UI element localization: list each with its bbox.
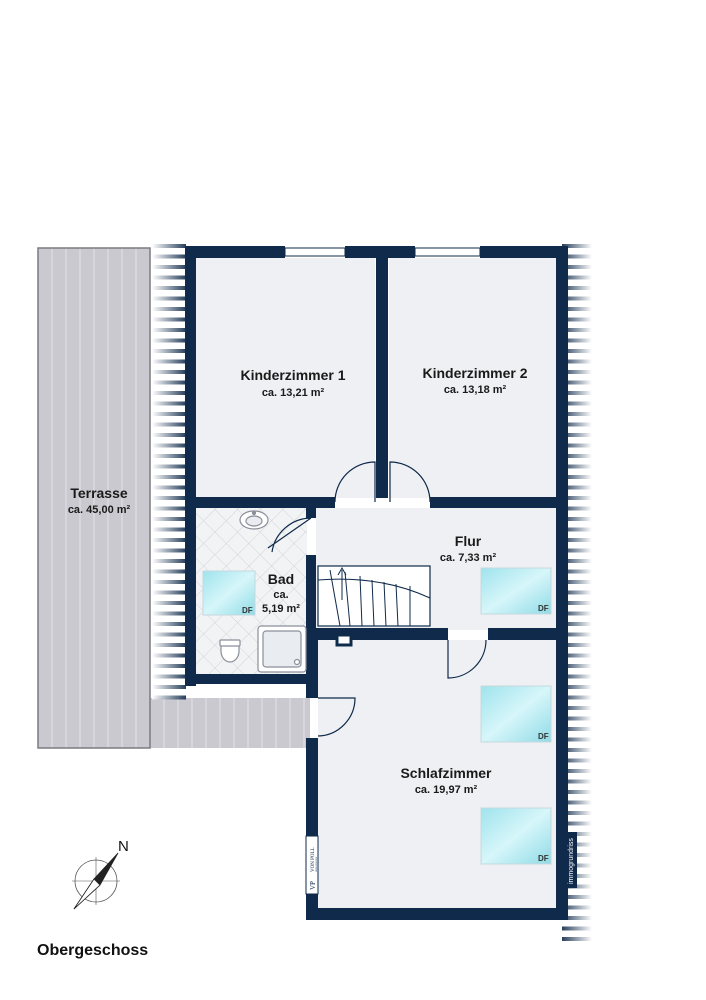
doors — [267, 461, 487, 737]
skylight-schlaf-2 — [480, 807, 552, 865]
skylight-label-schlaf-1: DF — [538, 732, 549, 741]
kinderzimmer1-floor — [195, 258, 375, 498]
kinderzimmer2-floor — [389, 258, 557, 498]
kinderzimmer1-area: ca. 13,21 m² — [262, 387, 325, 399]
terrasse-name: Terrasse — [70, 485, 128, 501]
kinderzimmer2-area: ca. 13,18 m² — [444, 384, 507, 396]
skylight-flur — [480, 567, 552, 615]
brand-subtext: IMMOBILIEN — [315, 857, 318, 872]
bad-area-line1: ca. — [273, 589, 288, 601]
brand-mark: VON POLL IMMOBILIEN VP — [305, 835, 319, 895]
north-compass-icon — [72, 852, 120, 910]
north-label: N — [118, 838, 129, 855]
skylights: DF DF DF DF — [202, 567, 552, 865]
bad-area-line2: 5,19 m² — [262, 603, 300, 615]
flur-area: ca. 7,33 m² — [440, 552, 497, 564]
schlafzimmer-area: ca. 19,97 m² — [415, 784, 478, 796]
terrace-area — [37, 247, 310, 749]
bad-name: Bad — [268, 571, 294, 587]
terrasse-area: ca. 45,00 m² — [68, 504, 131, 516]
floor-name: Obergeschoss — [37, 942, 148, 959]
skylight-label-bad: DF — [242, 606, 253, 615]
flur-name: Flur — [455, 533, 482, 549]
vertical-tag: immogrundriss — [563, 832, 577, 888]
brand-text: VON POLL — [311, 847, 316, 872]
vertical-tag-text: immogrundriss — [568, 838, 575, 884]
roof-slope-left — [152, 244, 186, 700]
toilet-icon — [220, 644, 240, 663]
bathroom-fixtures — [219, 510, 307, 673]
schlafzimmer-name: Schlafzimmer — [400, 765, 492, 781]
staircase — [317, 565, 431, 627]
kinderzimmer2-name: Kinderzimmer 2 — [422, 365, 527, 381]
skylight-bad — [202, 570, 256, 616]
skylight-label-flur: DF — [538, 604, 549, 613]
kinderzimmer1-name: Kinderzimmer 1 — [240, 367, 345, 383]
skylight-label-schlaf-2: DF — [538, 854, 549, 863]
room-labels: Kinderzimmer 1 ca. 13,21 m² Kinderzimmer… — [68, 365, 528, 796]
brand-monogram: VP — [309, 881, 317, 890]
skylight-schlaf-1 — [480, 685, 552, 743]
